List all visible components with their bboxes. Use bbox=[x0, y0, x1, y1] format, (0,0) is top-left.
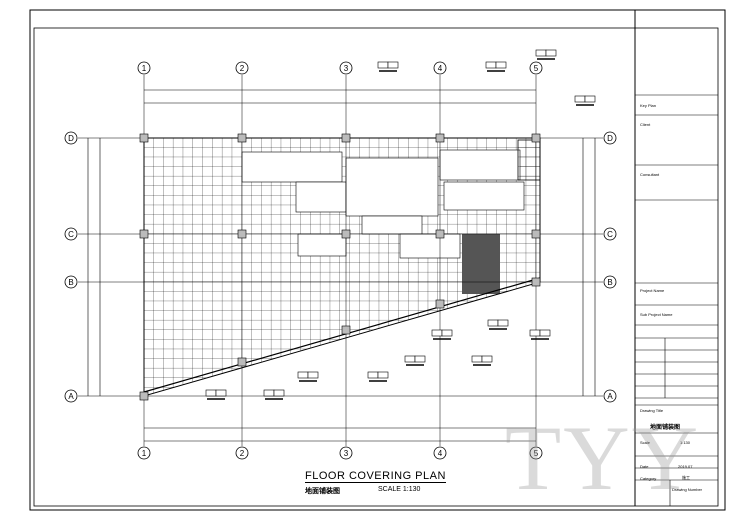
axis-bubble-4 bbox=[433, 446, 447, 460]
structural-column bbox=[531, 277, 541, 287]
axis-bubble-D bbox=[64, 131, 78, 145]
axis-bubble-B bbox=[603, 275, 617, 289]
diagonal-wall bbox=[143, 277, 541, 393]
structural-column bbox=[139, 391, 149, 401]
drawing-title-label: Drawing Title bbox=[640, 408, 664, 413]
category-value: 施工 bbox=[682, 475, 690, 480]
axis-bubble-2 bbox=[235, 446, 249, 460]
inner-frame bbox=[33, 27, 719, 507]
axis-bubble-4 bbox=[433, 61, 447, 75]
structural-column bbox=[139, 229, 149, 239]
structural-column bbox=[531, 229, 541, 239]
drawing-title-value: 地面铺装图 bbox=[650, 425, 681, 431]
axis-label: D bbox=[68, 134, 74, 143]
axis-label: 3 bbox=[344, 449, 349, 458]
axis-label: B bbox=[607, 278, 612, 287]
scale-label: Scale bbox=[640, 440, 651, 445]
axis-label: 4 bbox=[438, 449, 443, 458]
title-block-grid bbox=[635, 94, 718, 506]
axis-bubble-A bbox=[603, 389, 617, 403]
axis-label: 2 bbox=[240, 449, 245, 458]
axis-bubble-3 bbox=[339, 61, 353, 75]
project-name-label: Project Name bbox=[640, 288, 665, 293]
category-label: Category bbox=[640, 476, 657, 481]
structural-column bbox=[341, 325, 351, 335]
key-plan-label: Key Plan bbox=[640, 103, 657, 108]
structural-column bbox=[435, 133, 445, 143]
consultant-label: Consultant bbox=[640, 172, 660, 177]
sub-project-name-label: Sub Project Name bbox=[640, 312, 673, 317]
axis-bubble-2 bbox=[235, 61, 249, 75]
drawing-number-label: Drawing Number bbox=[672, 487, 703, 492]
axis-label: C bbox=[607, 230, 613, 239]
axis-label: 1 bbox=[142, 64, 147, 73]
structural-column bbox=[341, 133, 351, 143]
structural-column bbox=[435, 299, 445, 309]
dimension-lines bbox=[87, 89, 596, 442]
drawing-subtitle: 地面铺装图 bbox=[305, 488, 340, 495]
room-block bbox=[241, 151, 343, 183]
drawing-scale: SCALE 1:130 bbox=[378, 486, 421, 493]
client-label: Client bbox=[640, 122, 651, 127]
axis-bubble-D bbox=[603, 131, 617, 145]
structural-column bbox=[237, 229, 247, 239]
axis-label: C bbox=[68, 230, 74, 239]
room-block bbox=[345, 157, 439, 217]
date-value: 2019.07 bbox=[678, 464, 693, 469]
room-block bbox=[443, 181, 525, 211]
axis-bubble-3 bbox=[339, 446, 353, 460]
room-block bbox=[297, 233, 347, 257]
axis-bubble-1 bbox=[137, 61, 151, 75]
axis-label: 5 bbox=[534, 449, 539, 458]
structural-column bbox=[237, 133, 247, 143]
date-label: Date bbox=[640, 464, 649, 469]
axis-bubble-5 bbox=[529, 446, 543, 460]
structural-column bbox=[341, 229, 351, 239]
structural-column bbox=[139, 133, 149, 143]
room-block bbox=[361, 215, 423, 235]
axis-bubble-5 bbox=[529, 61, 543, 75]
structural-column bbox=[531, 133, 541, 143]
axis-label: 2 bbox=[240, 64, 245, 73]
axis-bubble-C bbox=[603, 227, 617, 241]
axis-label: B bbox=[68, 278, 73, 287]
axis-bubble-1 bbox=[137, 446, 151, 460]
structural-column bbox=[237, 357, 247, 367]
axis-label: A bbox=[68, 392, 74, 401]
watermark: TYY bbox=[505, 407, 701, 509]
room-block bbox=[295, 181, 347, 213]
axis-label: 4 bbox=[438, 64, 443, 73]
drawing-title: FLOOR COVERING PLAN bbox=[305, 470, 446, 483]
structural-column bbox=[435, 229, 445, 239]
axis-label: 1 bbox=[142, 449, 147, 458]
outer-frame bbox=[29, 9, 726, 511]
callout-tags bbox=[205, 49, 596, 400]
axis-label: 3 bbox=[344, 64, 349, 73]
axis-bubble-A bbox=[64, 389, 78, 403]
axis-bubble-C bbox=[64, 227, 78, 241]
room-block bbox=[439, 149, 521, 181]
scale-value: 1:130 bbox=[680, 440, 691, 445]
room-block bbox=[399, 233, 461, 259]
axis-label: 5 bbox=[534, 64, 539, 73]
axis-bubble-B bbox=[64, 275, 78, 289]
axis-label: A bbox=[607, 392, 613, 401]
axis-label: D bbox=[607, 134, 613, 143]
